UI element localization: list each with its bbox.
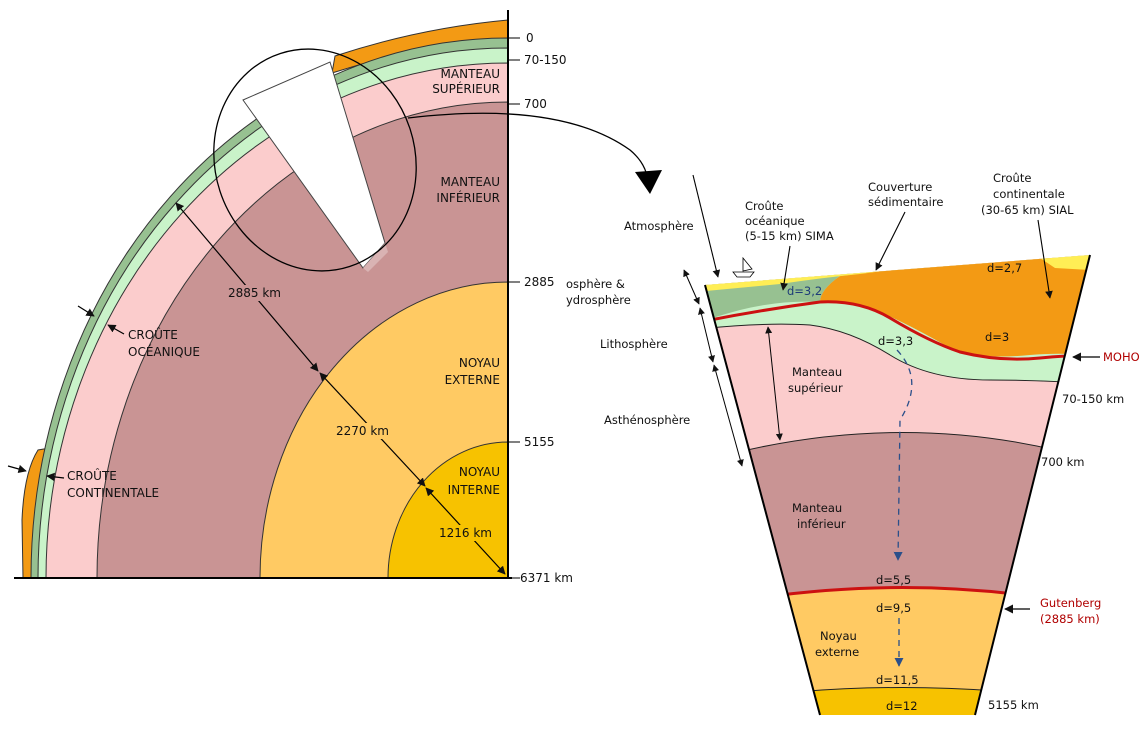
oceanic-crust-pointer [780,245,791,291]
globe-label-upper-mantle-1: MANTEAU [441,67,500,81]
density-3: d=3 [985,330,1009,344]
detail-label-oceanic-crust-1: Croûte [745,199,783,213]
detail-label-oceanic-crust-3: (5-15 km) SIMA [745,229,834,243]
detail-boundary-litho [705,323,1090,386]
detail-label-continental-crust-3: (30-65 km) SIAL [981,203,1074,217]
continental-crust-pointer [1037,219,1053,299]
detail-depth-70-150: 70-150 km [1062,392,1124,406]
detail-label-continental-crust-2: continentale [993,187,1065,201]
asthenosphere-bracket [712,364,744,467]
hydrosphere-bracket [683,269,700,305]
density-3-2: d=3,2 [787,284,822,298]
globe-depth-700: 700 [524,97,547,111]
globe-label-oceanic-crust-2: OCÉANIQUE [128,344,200,359]
detail-label-sediment-1: Couverture [868,180,932,194]
boat-icon [732,256,755,278]
globe-label-inner-core-1: NOYAU [459,465,500,479]
globe-oceanic-arrow-inner [107,324,125,335]
globe-outer-core-thickness-bg [333,423,397,439]
detail-label-upper-mantle-2: supérieur [788,381,843,395]
detail-label-lithosphere: Lithosphère [600,337,668,351]
globe-outer-core-thickness-label: 2270 km [336,424,389,438]
detail-label-continental-crust-1: Croûte [993,171,1031,185]
globe-mantle-thickness-bg [225,285,289,301]
detail-label-sediment-2: sédimentaire [868,195,943,209]
globe-mantle-thickness-label: 2885 km [228,286,281,300]
globe-inner-core-thickness-bg [440,525,498,541]
detail-label-gutenberg-2: (2885 km) [1040,612,1100,626]
detail-depth-5155: 5155 km [988,698,1039,712]
detail-label-lower-mantle-1: Manteau [792,501,842,515]
detail-depth-700: 700 km [1041,455,1084,469]
detail-label-lower-mantle-2: inférieur [797,517,846,531]
globe-inner-core-thickness-label: 1216 km [439,526,492,540]
globe-zoom-ellipse [213,48,417,272]
density-2-7: d=2,7 [987,261,1022,275]
detail-label-moho: MOHO [1103,350,1140,364]
detail-continental-crust [820,255,1090,357]
detail-label-gutenberg-1: Gutenberg [1040,596,1101,610]
globe-section: 0 70-150 700 2885 5155 6371 km MANTEAU S… [7,10,662,585]
globe-depth-70-150: 70-150 [524,53,567,67]
detail-wedge-right-edge [974,254,1091,716]
detail-wedge-left-edge [704,284,821,716]
globe-label-lower-mantle-2: INFÉRIEUR [436,190,500,205]
globe-depth-5155: 5155 [524,435,555,449]
sediment-pointer [875,211,906,271]
detail-label-atmosphere: Atmosphère [624,219,694,233]
density-11-5: d=11,5 [876,673,919,687]
globe-label-outer-core-1: NOYAU [459,356,500,370]
zoom-connector-arrowhead [635,170,662,194]
zoom-connector-arrow [407,112,649,186]
detail-label-hydrosphere-1: osphère & [566,277,625,291]
globe-depth-2885: 2885 [524,275,555,289]
globe-label-continental-crust-1: CROÛTE [67,468,117,483]
globe-depth-6371: 6371 km [520,571,573,585]
detail-sediment-continent [1040,255,1090,270]
detail-label-upper-mantle-1: Manteau [792,365,842,379]
detail-label-hydrosphere-2: ydrosphère [566,293,631,307]
detail-moho-line [705,300,1090,361]
globe-oceanic-arrow-outer [77,305,95,317]
lithosphere-bracket [698,307,715,363]
globe-label-upper-mantle-2: SUPÉRIEUR [432,81,500,96]
upper-mantle-thickness-arrow [765,326,783,441]
globe-label-lower-mantle-1: MANTEAU [441,175,500,189]
globe-depth-0: 0 [526,31,534,45]
density-9-5: d=9,5 [876,601,911,615]
globe-label-continental-crust-2: CONTINENTALE [67,486,159,500]
globe-depth-ticks [508,37,520,579]
globe-label-oceanic-crust-1: CROÛTE [128,327,178,342]
density-3-3: d=3,3 [878,334,913,348]
atmosphere-pointer [692,174,721,278]
detail-label-outer-core-2: externe [815,645,859,659]
detail-label-asthenosphere: Asthénosphère [604,413,690,427]
density-5-5: d=5,5 [876,573,911,587]
detail-label-oceanic-crust-2: océanique [745,214,805,228]
globe-label-outer-core-2: EXTERNE [445,373,500,387]
globe-cutout-shadow [363,243,388,272]
detail-label-outer-core-1: Noyau [820,629,857,643]
globe-label-inner-core-2: INTERNE [448,483,500,497]
globe-continental-arrow-inner [46,472,65,482]
detail-section: Atmosphère osphère & ydrosphère Lithosph… [566,171,1140,716]
globe-continental-arrow-outer [7,464,27,474]
density-12: d=12 [886,699,918,713]
